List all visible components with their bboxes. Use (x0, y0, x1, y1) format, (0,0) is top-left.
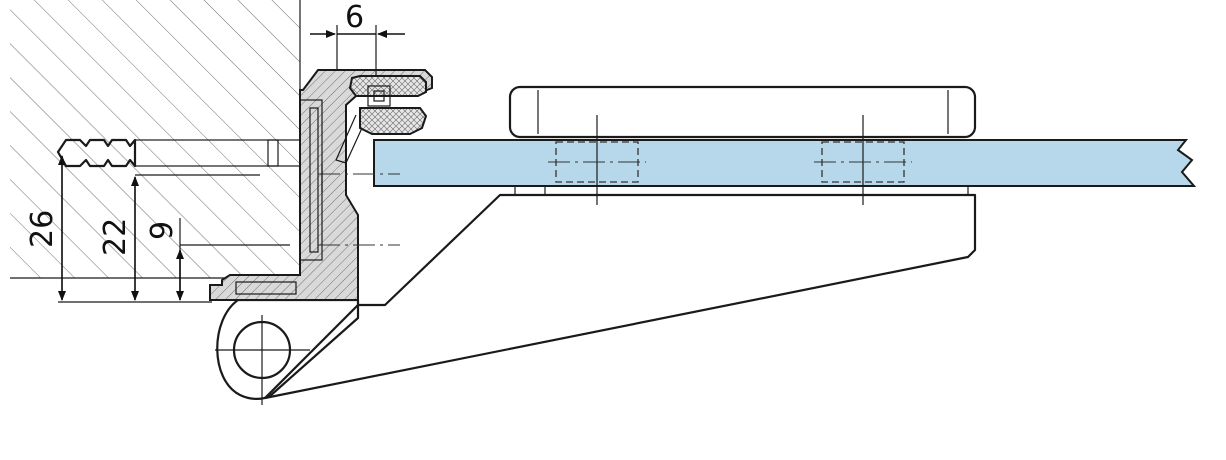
dimension-height-9-label: 9 (145, 221, 180, 240)
dimension-gap-label: 6 (345, 0, 364, 35)
hidden-fixing-bolts (548, 115, 912, 205)
wall-section (10, 0, 301, 279)
cover-plate (508, 85, 977, 139)
dimension-height-26: 26 (25, 155, 66, 301)
screw-dowel-ribs (56, 138, 137, 168)
dimension-height-26-label: 26 (25, 210, 60, 248)
dimension-height-9: 9 (145, 218, 290, 301)
profile-l-section (209, 69, 433, 301)
glass-seal (335, 75, 428, 164)
clamp-bracket (263, 186, 977, 400)
center-lines (318, 164, 400, 246)
glass-panel (373, 139, 1197, 187)
dimension-height-22: 22 (98, 174, 260, 301)
hinge-knuckle (215, 298, 360, 405)
dimension-gap: 6 (310, 0, 405, 76)
dimension-height-22-label: 22 (98, 218, 133, 256)
